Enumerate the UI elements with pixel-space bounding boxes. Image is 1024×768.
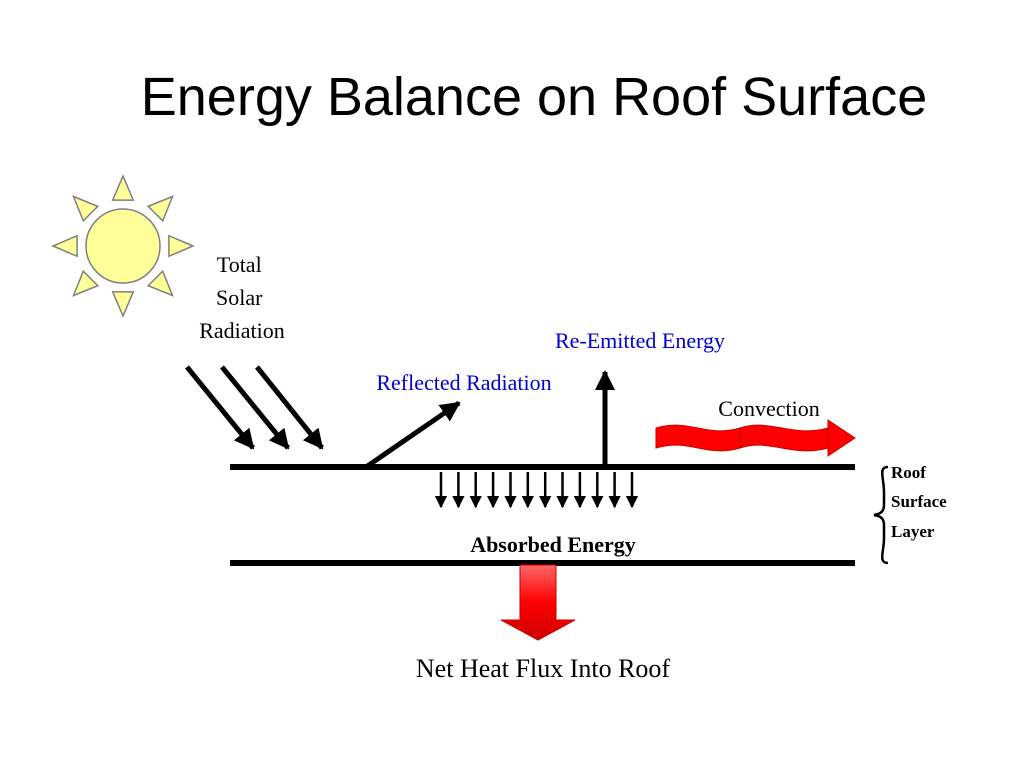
roof-surface-layer-line-3: Layer bbox=[891, 522, 935, 541]
block-down-arrow-icon bbox=[500, 564, 576, 641]
roof-surface-layer-line-2: Surface bbox=[891, 492, 947, 511]
reflected-radiation-label: Reflected Radiation bbox=[376, 370, 551, 395]
total-solar-radiation-line-2: Solar bbox=[216, 285, 263, 310]
convection-arrow bbox=[655, 419, 856, 457]
page-title: Energy Balance on Roof Surface bbox=[141, 67, 927, 127]
net-heat-flux-label: Net Heat Flux Into Roof bbox=[416, 654, 671, 683]
re-emitted-energy-label: Re-Emitted Energy bbox=[555, 328, 725, 353]
sun-disc bbox=[85, 208, 161, 284]
sun-ray-5 bbox=[111, 291, 135, 318]
sun-ray-2 bbox=[146, 195, 174, 223]
sun-ray-4 bbox=[146, 269, 174, 297]
sun-rays bbox=[51, 174, 195, 318]
sun-ray-1 bbox=[111, 174, 135, 201]
roof-surface-layer-label: Roof Surface Layer bbox=[891, 463, 951, 541]
sun-icon bbox=[51, 174, 195, 318]
total-solar-radiation-line-3: Radiation bbox=[199, 318, 285, 343]
total-solar-radiation-line-1: Total bbox=[217, 252, 262, 277]
reflected-radiation-arrow bbox=[364, 400, 461, 470]
roof-surface-layer-line-1: Roof bbox=[891, 463, 926, 482]
sun-ray-8 bbox=[72, 195, 100, 223]
sun-ray-7 bbox=[51, 234, 78, 258]
wavy-right-arrow-icon bbox=[655, 419, 856, 457]
solar-arrow-2 bbox=[220, 365, 290, 450]
absorbed-energy-label: Absorbed Energy bbox=[470, 532, 636, 557]
sun-ray-3 bbox=[168, 234, 195, 258]
convection-label: Convection bbox=[718, 396, 819, 421]
absorbed-energy-arrows bbox=[434, 472, 639, 509]
solar-radiation-arrows bbox=[185, 365, 324, 450]
total-solar-radiation-label: Total Solar Radiation bbox=[199, 252, 285, 343]
solar-arrow-1 bbox=[185, 365, 255, 450]
solar-arrow-3 bbox=[255, 365, 324, 450]
right-brace-icon bbox=[873, 465, 889, 565]
sun-ray-6 bbox=[72, 269, 100, 297]
